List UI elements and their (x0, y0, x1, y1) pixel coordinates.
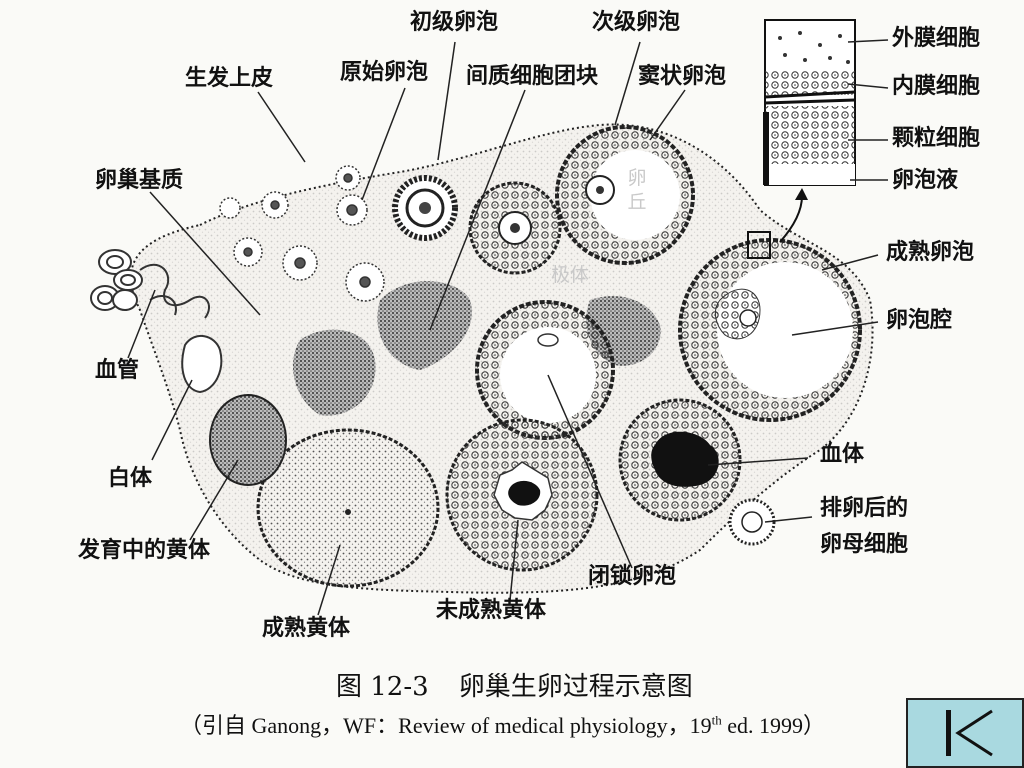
label-corpus-hemorrhagicum: 血体 (820, 442, 865, 467)
label-primordial-follicle: 原始卵泡 (340, 60, 429, 85)
source-prefix: （引自 Ganong，WF：Review of medical physiolo… (180, 713, 712, 738)
label-theca-externa: 外膜细胞 (892, 26, 981, 51)
label-immature-corpus-luteum: 未成熟黄体 (436, 598, 547, 623)
label-mature-follicle: 成熟卵泡 (886, 240, 975, 265)
figure-title: 卵巢生卵过程示意图 (458, 672, 693, 702)
go-to-first-slide-button[interactable] (906, 698, 1024, 768)
skip-to-first-icon (955, 709, 993, 757)
label-secondary-follicle: 次级卵泡 (592, 10, 681, 35)
developing-corpus-luteum-art (209, 394, 287, 486)
label-mature-corpus-luteum: 成熟黄体 (262, 616, 351, 641)
label-granulosa-cells: 颗粒细胞 (892, 126, 981, 151)
ovulated-oocyte-art (728, 498, 776, 546)
label-germinal-epithelium: 生发上皮 (185, 66, 274, 91)
figure-source-citation: （引自 Ganong，WF：Review of medical physiolo… (180, 708, 825, 740)
label-theca-interna: 内膜细胞 (892, 74, 981, 99)
label-atretic-follicle: 闭锁卵泡 (588, 564, 677, 589)
interstitial-cell-mass (292, 329, 376, 416)
primary-follicle-art (392, 175, 458, 241)
source-suffix: ed. 1999） (721, 713, 825, 738)
secondary-follicle-art (468, 181, 562, 275)
corpus-albicans-art (181, 335, 223, 394)
label-ovarian-stroma: 卵巢基质 (95, 168, 184, 193)
immature-corpus-luteum-art (445, 418, 599, 572)
follicle-wall-inset (763, 19, 856, 186)
label-primary-follicle: 初级卵泡 (410, 10, 499, 35)
label-ovulated-oocyte-line2: 卵母细胞 (820, 532, 909, 557)
label-follicular-fluid: 卵泡液 (892, 168, 959, 193)
label-interstitial-cell-mass: 间质细胞团块 (466, 64, 599, 89)
figure-number: 图 12-3 (336, 672, 429, 702)
corpus-hemorrhagicum-art (618, 398, 742, 522)
label-follicular-cavity: 卵泡腔 (886, 308, 953, 333)
label-polar-body: 极体 (551, 264, 590, 286)
label-corpus-albicans: 白体 (108, 466, 153, 491)
primordial-follicles (219, 165, 385, 302)
label-cumulus: 卵丘 (627, 167, 647, 213)
label-blood-vessel: 血管 (95, 358, 140, 383)
blood-vessels-art (90, 249, 210, 319)
vesicular-follicle-art (555, 125, 695, 265)
label-developing-corpus-luteum: 发育中的黄体 (78, 538, 211, 563)
label-ovulated-oocyte-line1: 排卵后的 (820, 496, 909, 521)
source-superscript: th (711, 712, 722, 728)
mature-follicle-art (678, 231, 862, 422)
inset-pointer-arrowhead (795, 188, 808, 200)
mature-corpus-luteum-art (256, 428, 440, 588)
leader-lines (127, 39, 889, 616)
skip-bar (946, 710, 951, 756)
interstitial-cell-mass (377, 281, 472, 370)
atretic-follicle-art (475, 300, 615, 440)
label-vesicular-follicle: 窦状卵泡 (638, 64, 727, 89)
figure-caption: 图 12-3 卵巢生卵过程示意图 (336, 666, 693, 703)
